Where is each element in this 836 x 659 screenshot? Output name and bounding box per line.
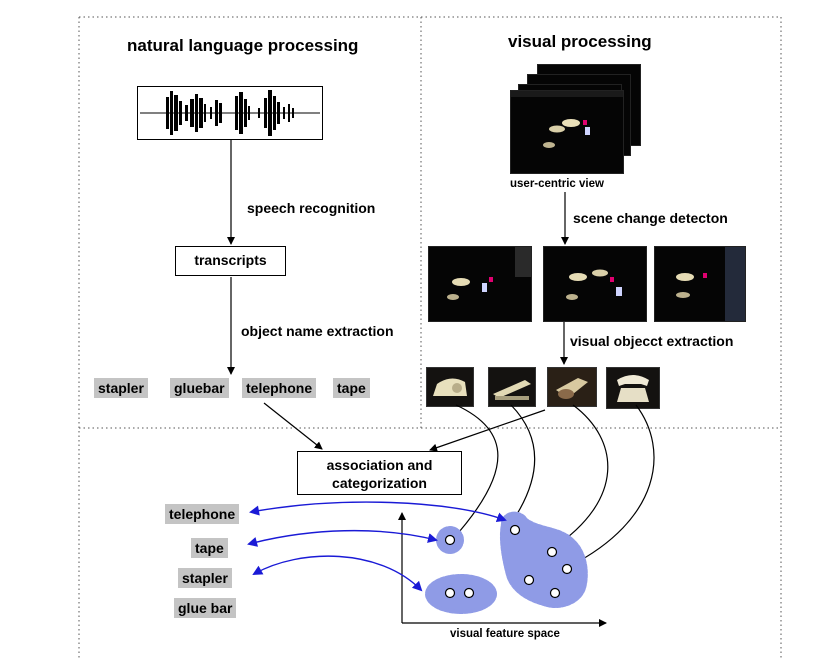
object-thumb-tape (426, 367, 474, 407)
association-line-2: categorization (332, 475, 427, 491)
keyframe-1-objects (447, 247, 531, 300)
visual-processing-title: visual processing (508, 32, 652, 51)
arrow-tape-to-cluster (451, 404, 499, 541)
keyframe-3-objects (676, 247, 745, 321)
arrow-objects-to-association (429, 409, 546, 452)
word-stapler: stapler (94, 378, 148, 398)
nlp-title: natural language processing (127, 36, 359, 55)
gluebar-graphic (556, 378, 588, 399)
object-thumb-telephone (606, 367, 660, 409)
link-telephone (249, 501, 507, 522)
arrow-telephone-to-cluster (569, 404, 655, 567)
link-stapler (252, 555, 423, 592)
waveform-graphic (140, 90, 320, 136)
scene-objects (511, 91, 623, 148)
arrow-gluebar-to-cluster (552, 404, 609, 549)
point-8 (549, 587, 561, 599)
arrow-stapler-to-cluster (510, 404, 536, 523)
scene-change-label: scene change detecton (573, 210, 728, 226)
point-7 (523, 574, 535, 586)
word-tape: tape (333, 378, 370, 398)
object-thumb-gluebar (547, 367, 597, 407)
link-tape (247, 529, 438, 547)
object-name-extraction-label: object name extraction (241, 323, 394, 339)
association-box: association and categorization (297, 451, 462, 495)
word-gluebar: gluebar (170, 378, 229, 398)
point-4 (509, 524, 521, 536)
association-line-1: association and (326, 457, 433, 473)
keyframe-3 (654, 246, 746, 322)
point-6 (561, 563, 573, 575)
point-5 (546, 546, 558, 558)
cluster-gluebar (425, 574, 497, 614)
transcripts-box: transcripts (175, 246, 286, 276)
speech-waveform (137, 86, 323, 140)
stapler-graphic (493, 380, 531, 400)
point-2 (444, 587, 456, 599)
arrow-words-to-association (263, 402, 323, 450)
user-centric-frame (510, 90, 624, 174)
user-centric-view-label: user-centric view (510, 178, 604, 190)
category-telephone: telephone (165, 504, 240, 524)
keyframe-1 (428, 246, 532, 322)
category-stapler: stapler (178, 568, 232, 588)
visual-object-extraction-label: visual objecct extraction (570, 333, 734, 349)
point-1 (444, 534, 456, 546)
category-tape: tape (191, 538, 228, 558)
cluster-telephone-stapler (499, 511, 588, 608)
category-glue-bar: glue bar (174, 598, 237, 618)
tape-dispenser-graphic (433, 378, 467, 396)
object-thumb-stapler (488, 367, 536, 407)
word-telephone: telephone (242, 378, 317, 398)
keyframe-2 (543, 246, 647, 322)
feature-space-label: visual feature space (450, 628, 560, 640)
point-3 (463, 587, 475, 599)
keyframe-2-objects (566, 269, 622, 300)
speech-recognition-label: speech recognition (247, 200, 376, 216)
telephone-graphic (617, 375, 649, 402)
